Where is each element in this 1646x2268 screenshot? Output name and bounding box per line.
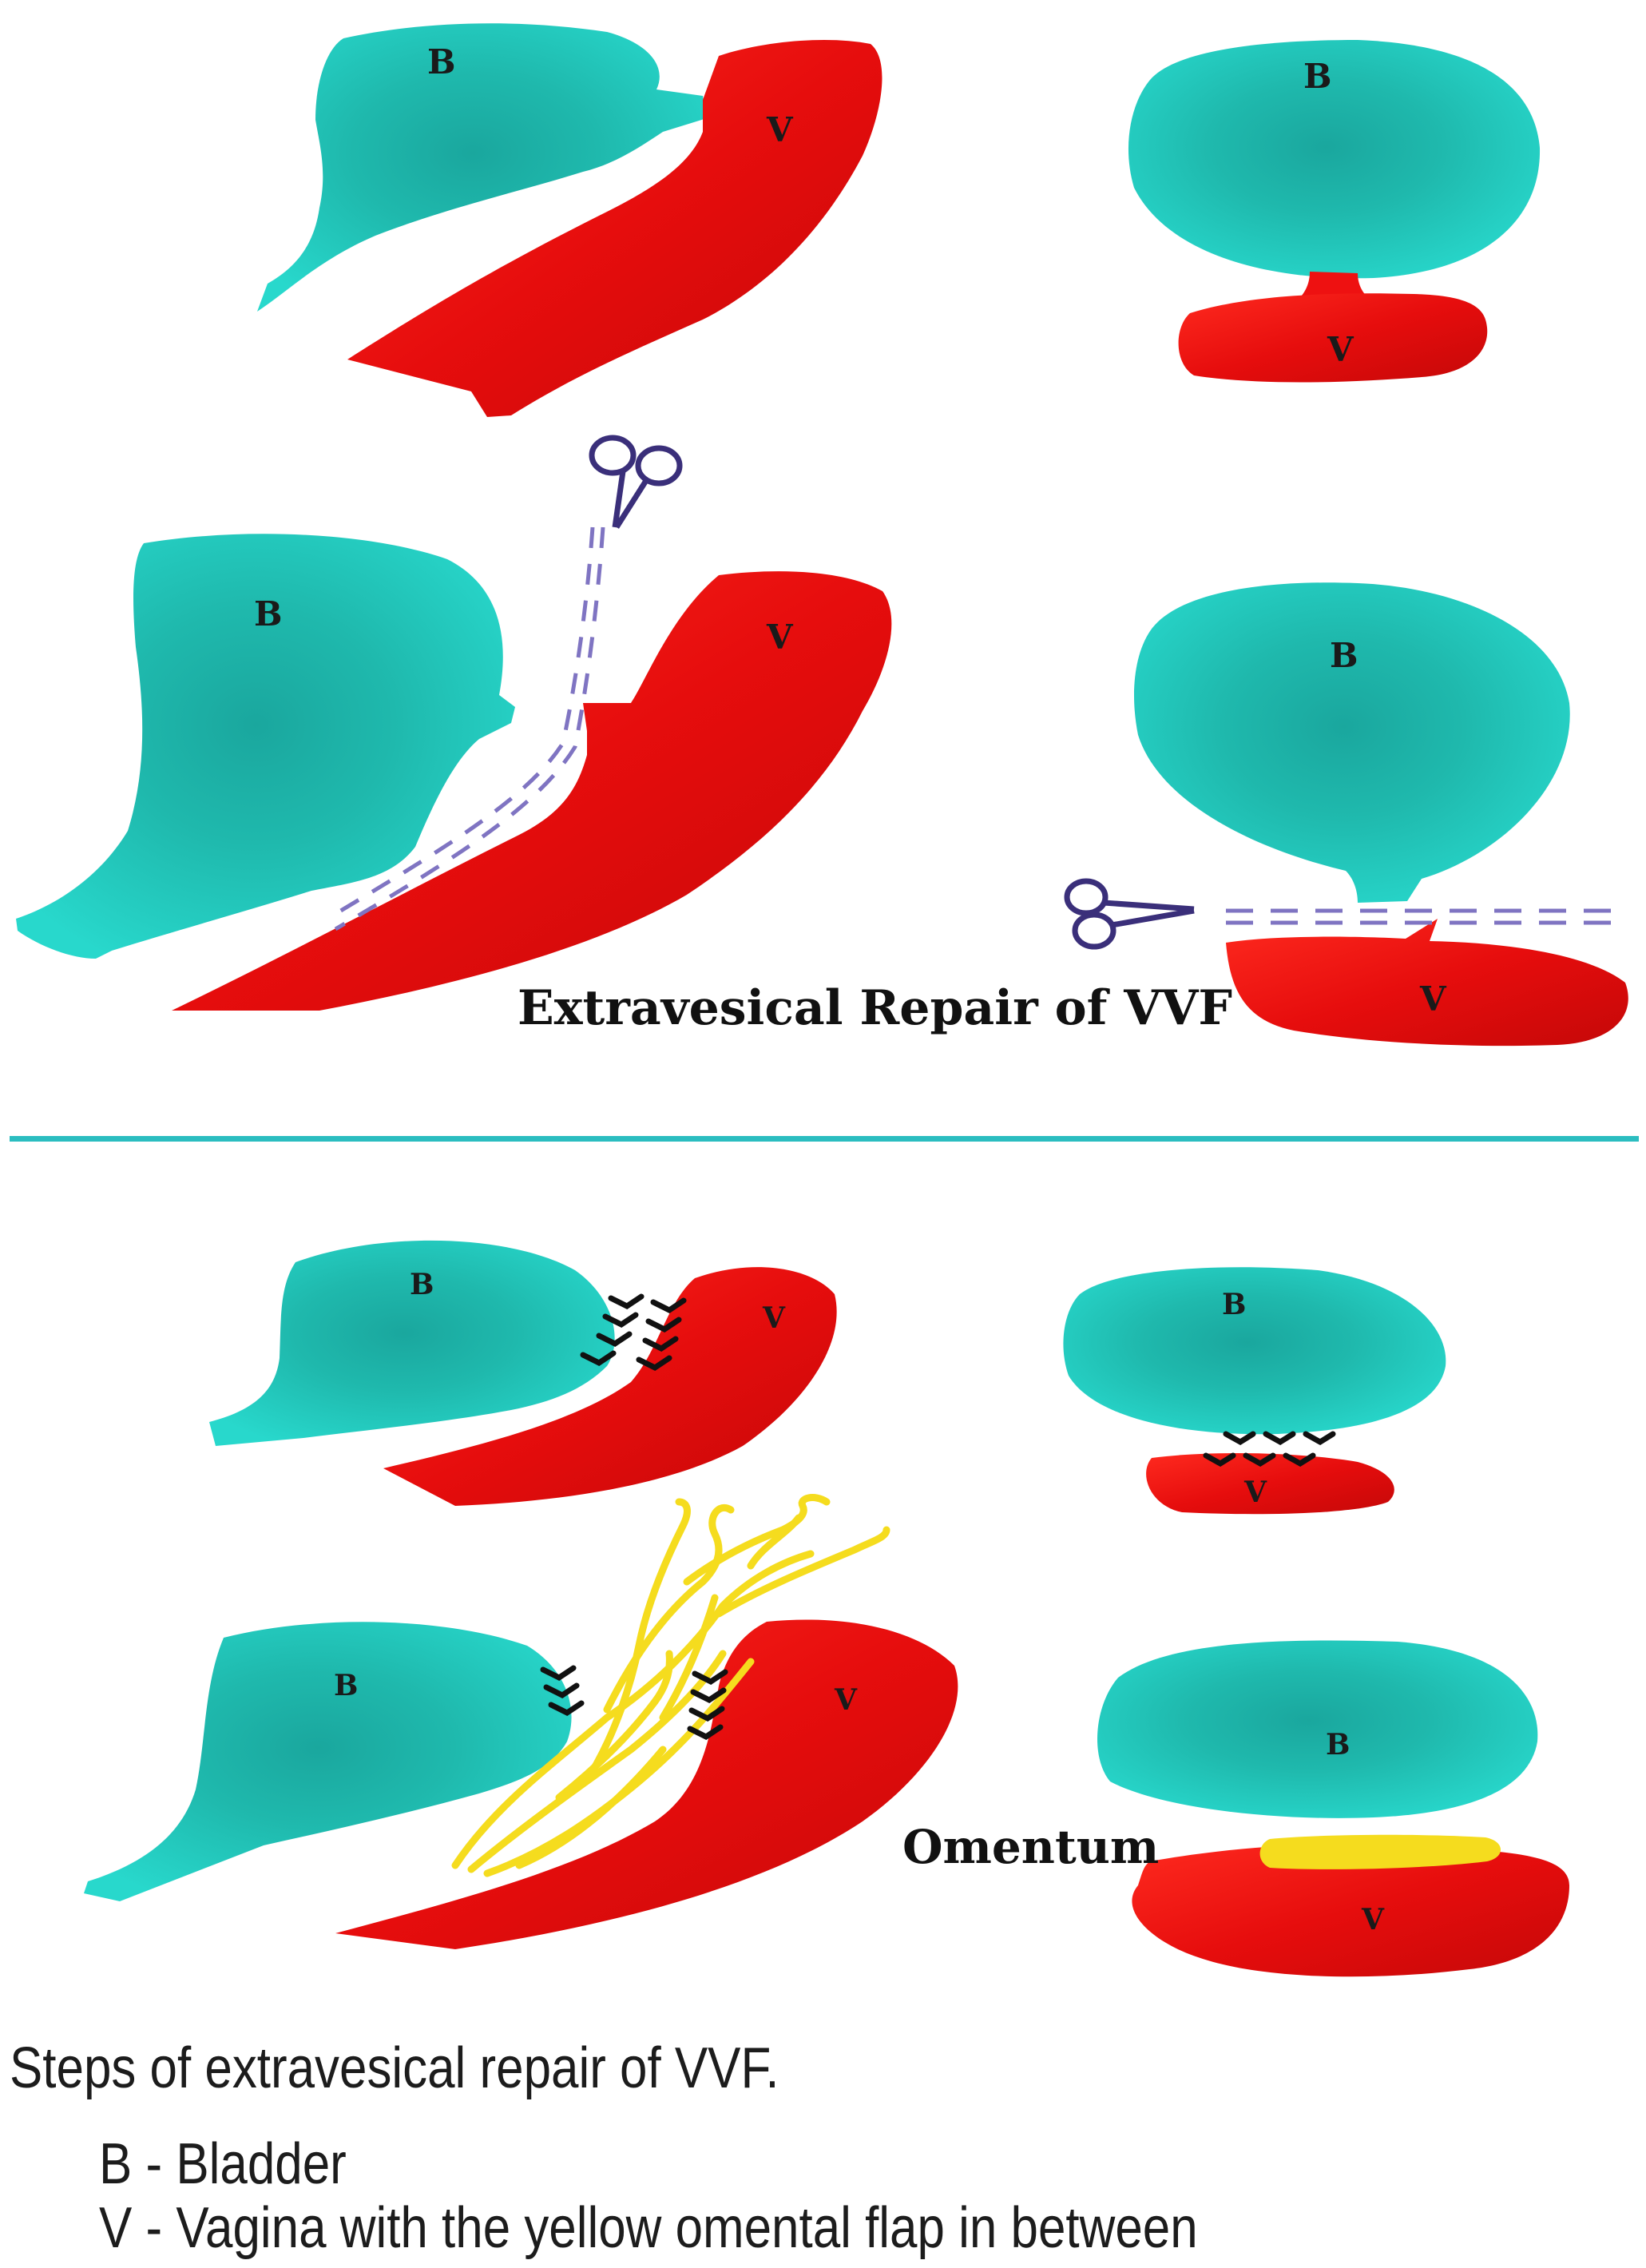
- top-left-dissection-step: B V: [16, 435, 892, 1011]
- bladder-label: B: [334, 1669, 358, 1702]
- vagina-shape: [1178, 293, 1488, 383]
- omentum-flap: [451, 1494, 890, 1877]
- suture-icon: [540, 1665, 728, 1741]
- scissors-icon: [589, 435, 683, 529]
- vagina-shape: [335, 1619, 958, 1949]
- bottom-right-omentum-step: B V: [1097, 1640, 1569, 1977]
- bladder-label: B: [410, 1268, 434, 1301]
- suture-icon: [580, 1293, 687, 1372]
- vagina-label: V: [762, 1301, 786, 1335]
- bladder-shape: [1128, 40, 1541, 279]
- bladder-shape: [1097, 1640, 1538, 1818]
- bladder-shape: [209, 1240, 615, 1446]
- vagina-shape: [1146, 1452, 1394, 1515]
- omentum-label: Omentum: [902, 1820, 1159, 1874]
- bladder-label: B: [427, 42, 456, 81]
- bladder-shape: [257, 23, 707, 312]
- incision-dashed-line-2: [334, 526, 605, 931]
- vagina-label: V: [1419, 979, 1447, 1019]
- vagina-label: V: [1327, 330, 1354, 369]
- bladder-shape: [84, 1622, 572, 1901]
- vagina-shape: [383, 1267, 837, 1506]
- bladder-label: B: [1330, 636, 1358, 675]
- vagina-shape: [1226, 919, 1628, 1047]
- vagina-label: V: [1361, 1903, 1385, 1936]
- bladder-shape: [16, 534, 515, 959]
- legend-vagina: V - Vagina with the yellow omental flap …: [99, 2196, 1198, 2260]
- vagina-label: V: [834, 1683, 858, 1717]
- vagina-shape: [1132, 1843, 1569, 1977]
- bottom-right-suture-step: B V: [1063, 1267, 1446, 1515]
- bladder-label: B: [1303, 57, 1332, 96]
- vagina-label: V: [766, 618, 794, 657]
- bottom-left-omentum-step: B V: [84, 1494, 958, 1949]
- bladder-shape: [1134, 582, 1570, 903]
- incision-dashed-line: [326, 526, 595, 921]
- vagina-label: V: [1243, 1476, 1267, 1509]
- top-right-dissection-step: B V: [1064, 582, 1628, 1047]
- bladder-label: B: [1326, 1728, 1350, 1762]
- legend-bladder: B - Bladder: [99, 2132, 347, 2196]
- suture-icon: [1203, 1431, 1336, 1468]
- bladder-label: B: [1222, 1288, 1246, 1321]
- scissors-icon: [1064, 878, 1195, 950]
- panel-divider: [10, 1136, 1639, 1142]
- bladder-shape: [1063, 1267, 1446, 1435]
- vagina-shape: [347, 40, 882, 417]
- bladder-label: B: [254, 594, 283, 634]
- omentum-flap: [1259, 1834, 1501, 1869]
- top-right-coronal-step: B V: [1128, 40, 1541, 383]
- top-panel-title: Extravesical Repair of VVF: [518, 980, 1232, 1036]
- vagina-shape: [172, 571, 892, 1011]
- vagina-label: V: [766, 110, 794, 149]
- bottom-left-suture-step: B V: [209, 1240, 837, 1506]
- top-left-sagittal-step: B V: [257, 23, 882, 417]
- figure-caption: Steps of extravesical repair of VVF.: [10, 2036, 779, 2100]
